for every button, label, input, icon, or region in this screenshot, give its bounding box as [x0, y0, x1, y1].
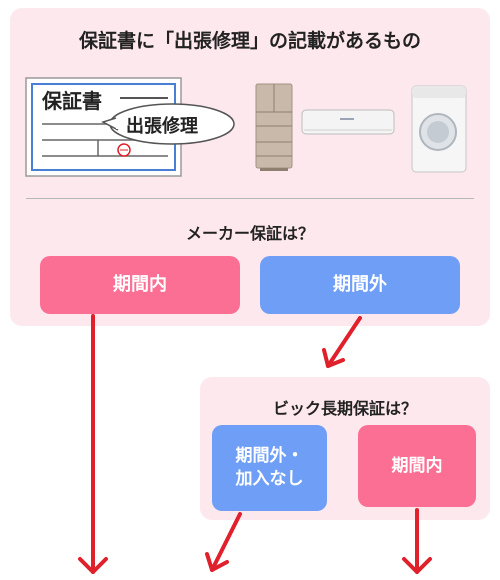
arrow-bic-in	[402, 508, 432, 574]
bic-out-line2: 加入なし	[235, 469, 304, 489]
maker-warranty-question: メーカー保証は？	[185, 224, 314, 243]
divider	[26, 198, 474, 199]
maker-out-of-period-box: 期間外	[260, 256, 460, 314]
diagram-title: 保証書に「出張修理」の記載があるもの	[78, 30, 421, 52]
arrow-bic-out	[205, 512, 242, 572]
on-site-repair-label: 出張修理	[126, 116, 198, 137]
certificate-heading: 保証書	[42, 89, 102, 113]
arrow-maker-out	[322, 316, 362, 368]
bic-out-or-not-joined-box: 期間外・ 加入なし	[212, 425, 327, 511]
air-conditioner-icon	[301, 109, 395, 135]
bic-warranty-question: ビック長期保証は？	[272, 399, 417, 418]
maker-in-period-box: 期間内	[40, 256, 240, 314]
bic-in-period-box: 期間内	[358, 425, 476, 507]
washing-machine-icon	[411, 85, 467, 173]
bic-out-line1: 期間外・	[235, 446, 304, 467]
arrow-maker-in	[78, 314, 108, 574]
refrigerator-icon	[255, 83, 293, 171]
warranty-certificate-icon	[25, 77, 235, 177]
